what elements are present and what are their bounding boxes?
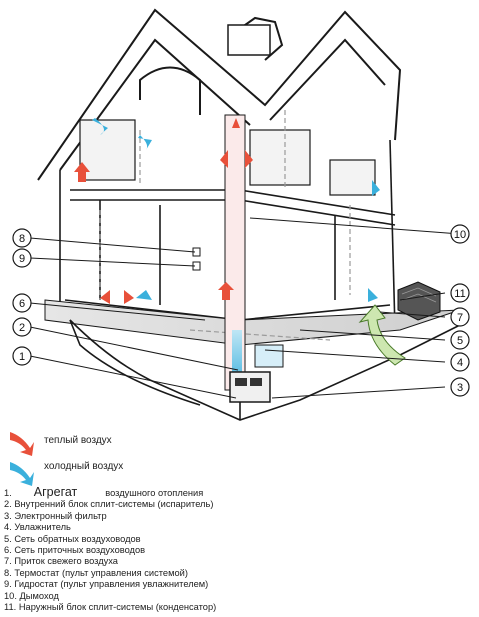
warm-air-legend-icon <box>10 432 34 456</box>
callout-11: 11 <box>450 283 470 303</box>
list-item: 7. Приток свежего воздуха <box>4 556 118 567</box>
list-item: 2. Внутренний блок сплит-системы (испари… <box>4 499 214 510</box>
svg-text:9: 9 <box>19 253 25 265</box>
furnace-unit <box>229 344 284 403</box>
supply-ducts <box>99 110 351 341</box>
callout-5: 5 <box>450 330 470 350</box>
svg-text:2: 2 <box>19 322 25 334</box>
svg-text:5: 5 <box>457 335 463 347</box>
callout-4: 4 <box>450 352 470 372</box>
svg-text:7: 7 <box>457 312 463 324</box>
svg-text:4: 4 <box>457 357 463 369</box>
list-item: 9. Гидростат (пульт управления увлажните… <box>4 579 209 590</box>
svg-text:6: 6 <box>19 298 25 310</box>
svg-text:10: 10 <box>454 229 466 241</box>
cold-air-legend-label: холодный воздух <box>44 461 124 472</box>
outdoor-condenser <box>397 281 441 321</box>
svg-text:11: 11 <box>454 288 465 300</box>
cold-riser <box>232 330 242 390</box>
callout-7: 7 <box>450 307 470 327</box>
callout-10: 10 <box>450 224 470 244</box>
list-item: 3. Электронный фильтр <box>4 510 107 521</box>
callout-1: 1 <box>12 346 32 366</box>
upper-floor <box>79 119 376 196</box>
warm-arrows <box>74 118 253 304</box>
leader-lines <box>29 217 461 399</box>
cold-arrows <box>92 118 380 302</box>
callout-2: 2 <box>12 317 32 337</box>
list-item: 6. Сеть приточных воздуховодов <box>4 545 146 556</box>
svg-text:8: 8 <box>19 233 25 245</box>
callouts: 8 9 6 2 1 10 11 7 5 4 3 <box>12 224 470 397</box>
cold-air-legend-icon <box>10 462 34 486</box>
list-item: 10. Дымоход <box>4 590 59 601</box>
callout-8: 8 <box>12 228 32 248</box>
callout-9: 9 <box>12 248 32 268</box>
svg-text:1: 1 <box>19 351 25 363</box>
callout-6: 6 <box>12 293 32 313</box>
list-item: 8. Термостат (пульт управления системой) <box>4 567 188 578</box>
warm-air-legend-label: теплый воздух <box>44 435 112 446</box>
svg-text:3: 3 <box>457 382 463 394</box>
fresh-air-arrow <box>358 304 406 366</box>
list-item: 5. Сеть обратных воздуховодов <box>4 533 141 544</box>
list-item: 11. Наружный блок сплит-системы (конденс… <box>4 602 217 613</box>
callout-3: 3 <box>450 377 470 397</box>
list-item: 4. Увлажнитель <box>4 522 71 533</box>
chimney-top <box>227 24 271 56</box>
